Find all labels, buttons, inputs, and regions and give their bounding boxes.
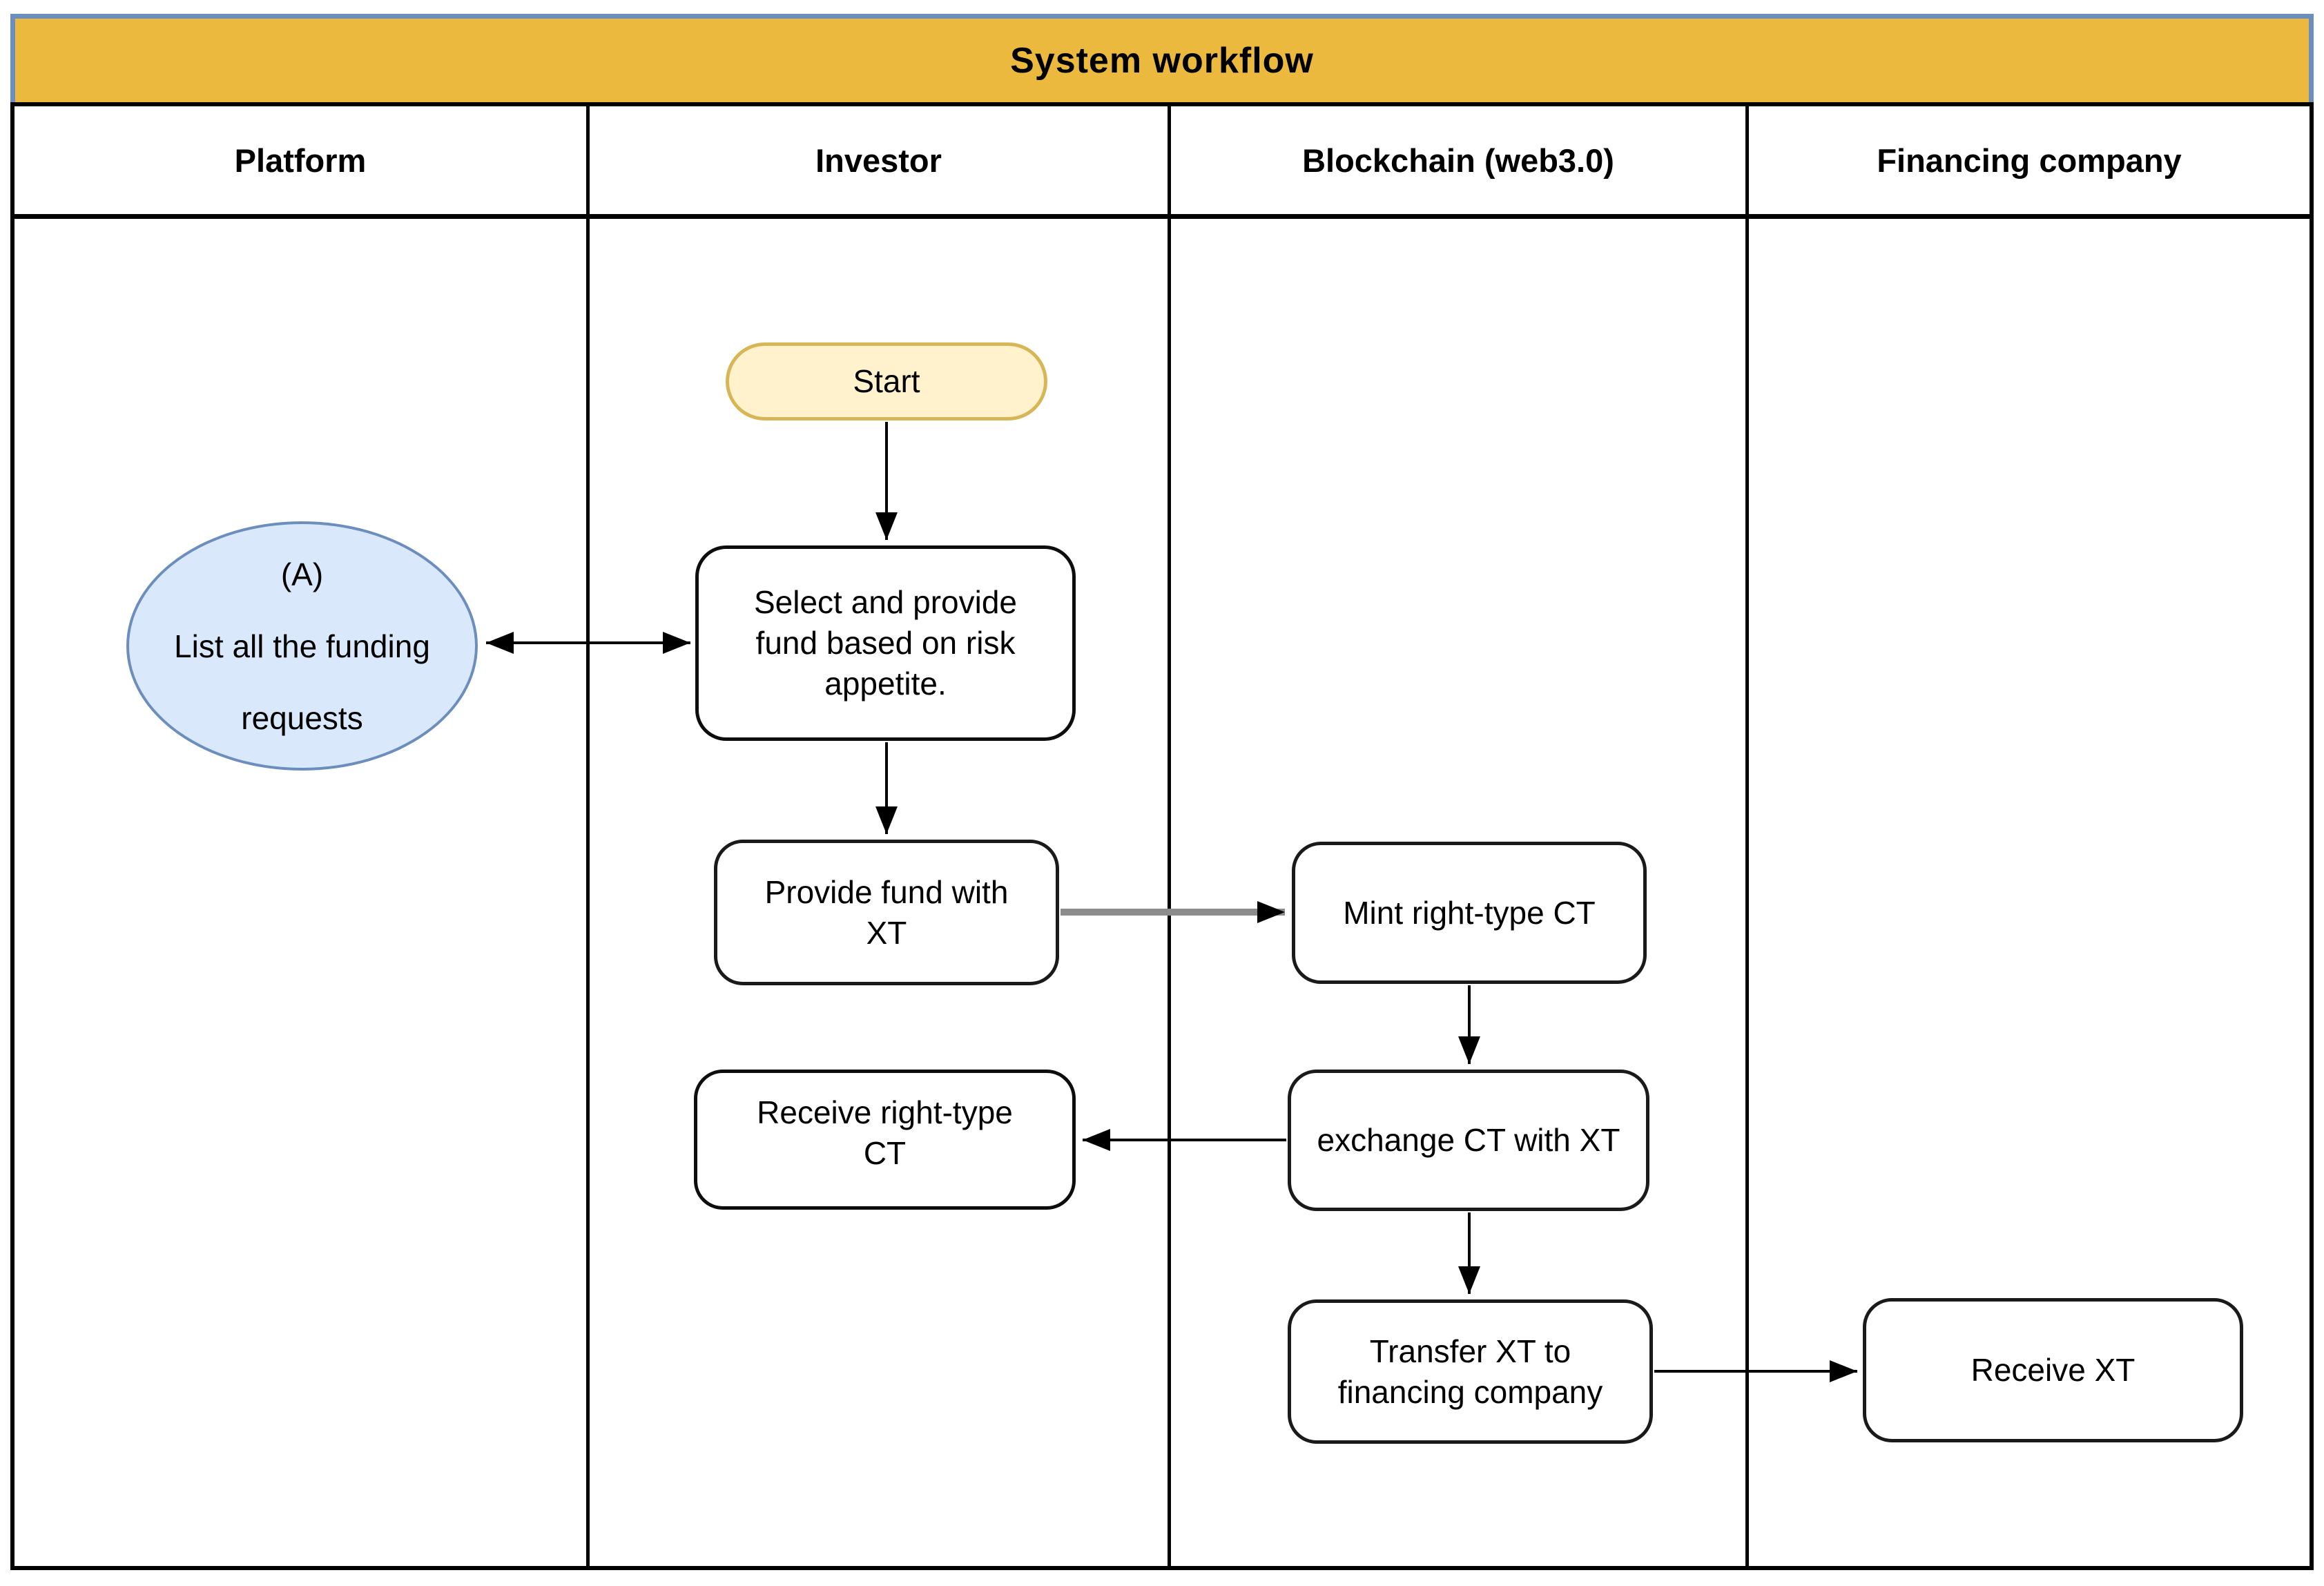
lane-investor xyxy=(586,219,1168,1566)
lane-header-investor: Investor xyxy=(586,106,1168,214)
funding-ellipse-line-2: List all the funding xyxy=(174,628,430,664)
lane-header-platform: Platform xyxy=(234,142,367,179)
transfer-xt-node[interactable]: Transfer XT to financing company xyxy=(1288,1299,1653,1444)
swimlane-table: Platform Investor Blockchain (web3.0) Fi… xyxy=(10,102,2314,1570)
receive-right-type-ct-node[interactable]: Receive right-type CT xyxy=(694,1070,1076,1210)
exchange-ct-with-xt-node[interactable]: exchange CT with XT xyxy=(1288,1070,1649,1211)
funding-requests-ellipse[interactable]: (A) List all the funding requests xyxy=(126,521,478,771)
diagram-title: System workflow xyxy=(1010,40,1314,81)
funding-ellipse-line-3: requests xyxy=(241,699,363,736)
provide-fund-xt-node[interactable]: Provide fund with XT xyxy=(714,840,1059,985)
start-node[interactable]: Start xyxy=(726,342,1047,420)
lane-body-row xyxy=(14,219,2310,1566)
lane-header-row: Platform Investor Blockchain (web3.0) Fi… xyxy=(14,106,2310,219)
funding-ellipse-line-1: (A) xyxy=(280,556,324,592)
receive-xt-node[interactable]: Receive XT xyxy=(1863,1298,2243,1442)
lane-header-blockchain: Blockchain (web3.0) xyxy=(1168,106,1745,214)
lane-financing-company xyxy=(1745,219,2310,1566)
diagram-title-bar: System workflow xyxy=(10,14,2314,102)
lane-header-financing-company: Financing company xyxy=(1745,106,2310,214)
lane-blockchain xyxy=(1168,219,1745,1566)
lane-platform xyxy=(14,219,586,1566)
select-provide-fund-node[interactable]: Select and provide fund based on risk ap… xyxy=(695,545,1076,741)
mint-right-type-ct-node[interactable]: Mint right-type CT xyxy=(1292,842,1647,984)
